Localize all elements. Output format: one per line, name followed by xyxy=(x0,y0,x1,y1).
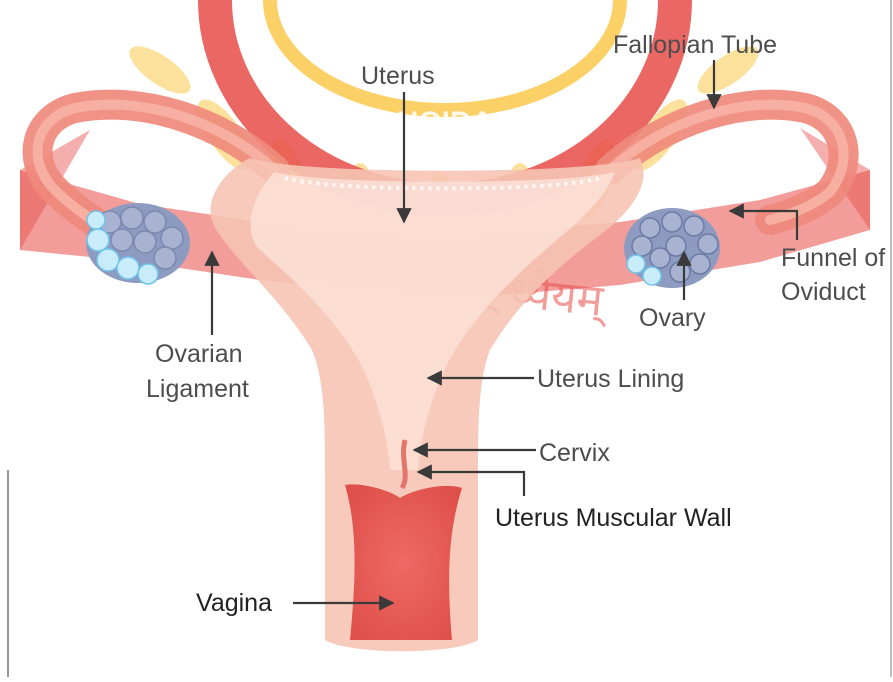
vagina-region xyxy=(345,484,462,640)
svg-text:✱: ✱ xyxy=(640,2,658,27)
ovary-left xyxy=(86,203,190,284)
uterus-muscular-wall-label: Uterus Muscular Wall xyxy=(495,504,732,532)
cervix-label: Cervix xyxy=(539,439,610,467)
ovarian-ligament-label-line2: Ligament xyxy=(146,375,249,403)
uterus-lining-label: Uterus Lining xyxy=(537,365,684,393)
vagina-label: Vagina xyxy=(196,589,272,617)
funnel-of-oviduct-label-line2: Oviduct xyxy=(781,278,866,306)
ovarian-ligament-label-line1: Ovarian xyxy=(155,340,243,368)
ovary-label: Ovary xyxy=(639,304,706,332)
cervical-canal xyxy=(402,440,405,488)
svg-text:✱: ✱ xyxy=(236,2,254,27)
fallopian-tube-label: Fallopian Tube xyxy=(613,31,777,59)
uterus-label: Uterus xyxy=(361,62,435,90)
funnel-of-oviduct-label-line1: Funnel of xyxy=(781,244,885,272)
ovary-right xyxy=(624,208,720,288)
watermark-city-text: NOIDA xyxy=(397,106,494,139)
